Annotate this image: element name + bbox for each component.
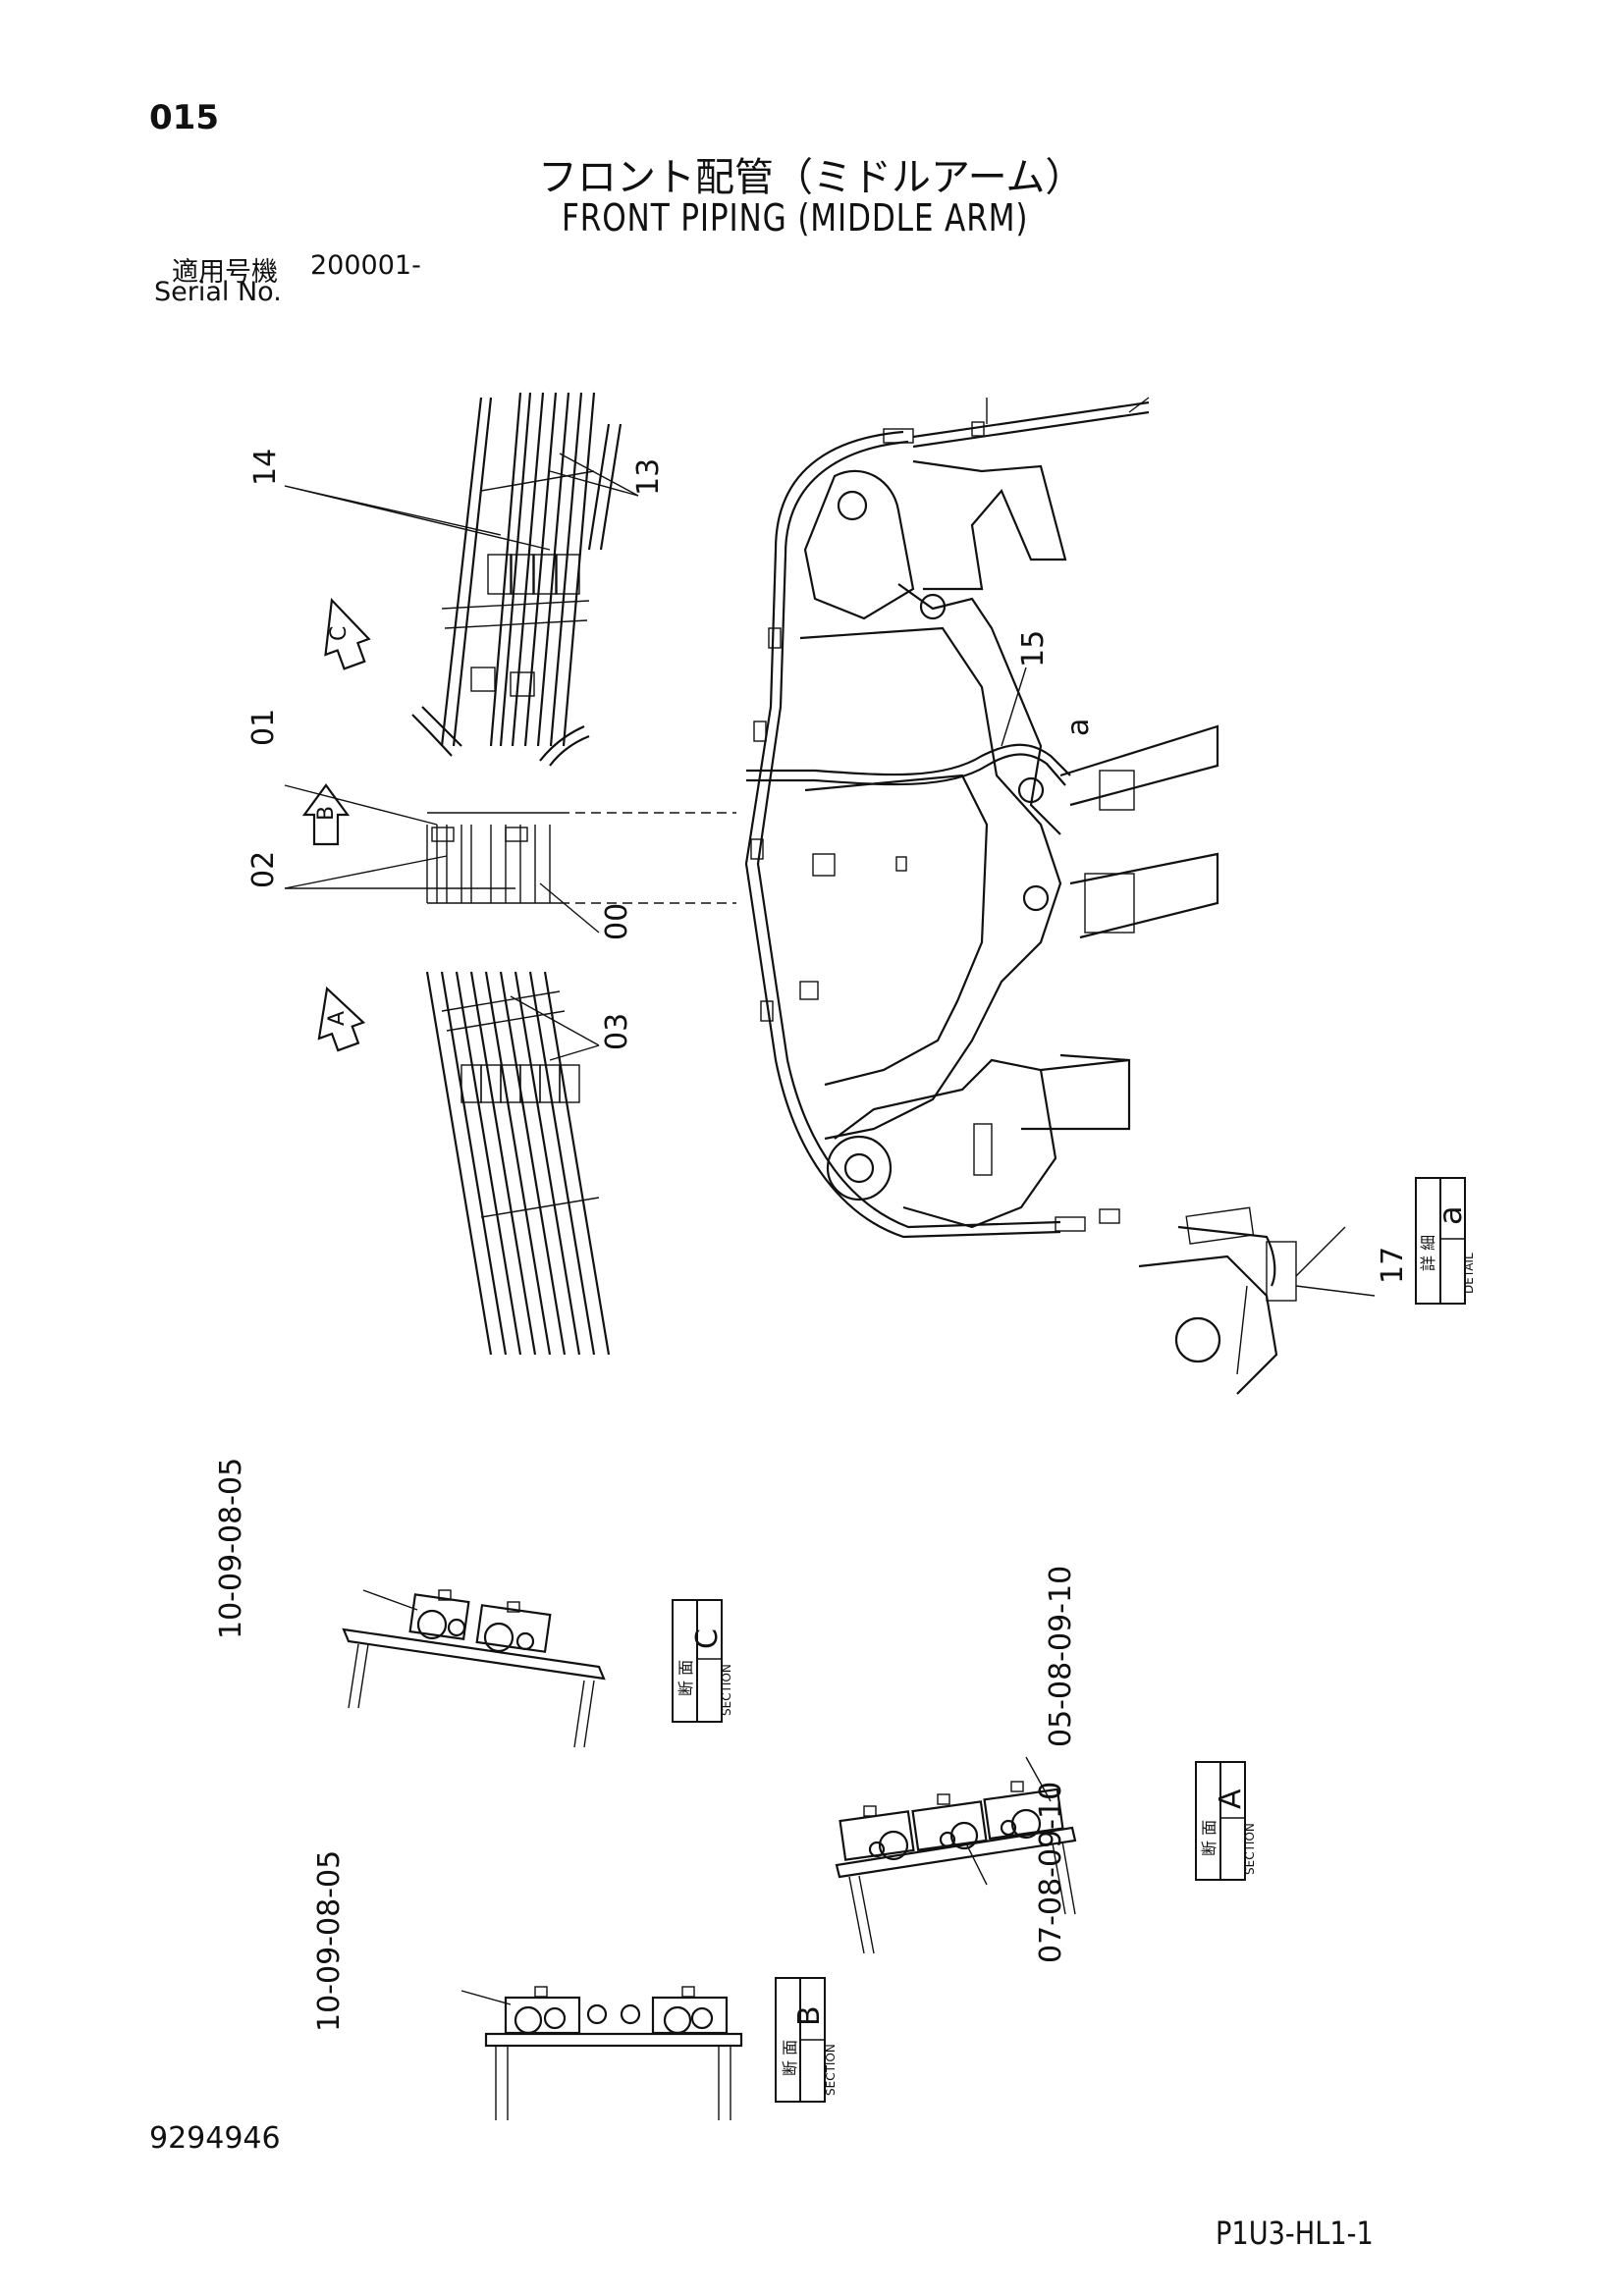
page-number: 015 bbox=[149, 98, 219, 137]
section-a-letter: A bbox=[1214, 1789, 1248, 1809]
section-c-letter: C bbox=[690, 1629, 725, 1649]
callout-17: 17 bbox=[1376, 1247, 1410, 1284]
upper-pipe-bundle bbox=[284, 392, 639, 767]
section-c-callout: 10-09-08-05 bbox=[214, 1458, 248, 1639]
section-b-label-jp: 断 面 bbox=[781, 2040, 799, 2076]
view-b-label: B bbox=[314, 806, 339, 821]
view-arrow-c: C bbox=[324, 597, 371, 670]
section-a-label-jp: 断 面 bbox=[1200, 1820, 1218, 1856]
serial-label-english: Serial No. bbox=[154, 277, 282, 307]
section-c-label-en: SECTION bbox=[720, 1664, 733, 1716]
callout-15: 15 bbox=[1016, 630, 1051, 667]
section-a-label-en: SECTION bbox=[1243, 1823, 1257, 1875]
callout-14: 14 bbox=[248, 449, 283, 486]
callout-13: 13 bbox=[631, 458, 666, 496]
section-b-label-en: SECTION bbox=[824, 2044, 838, 2096]
callout-03: 03 bbox=[600, 1013, 634, 1050]
view-a-label: A bbox=[325, 1011, 350, 1026]
callout-01: 01 bbox=[246, 709, 281, 746]
title-english: FRONT PIPING (MIDDLE ARM) bbox=[562, 196, 1029, 240]
section-c-view: 10-09-08-05 断 面 SECTION C bbox=[214, 1458, 733, 1748]
callout-00: 00 bbox=[600, 903, 634, 940]
section-b-callout: 10-09-08-05 bbox=[312, 1850, 347, 2032]
section-a-callout-top: 05-08-09-10 bbox=[1044, 1566, 1078, 1747]
title-japanese: フロント配管（ミドルアーム） bbox=[538, 155, 1085, 200]
section-a-callout-bottom: 07-08-09-10 bbox=[1034, 1782, 1068, 1963]
section-c-label-jp: 断 面 bbox=[677, 1660, 695, 1696]
view-arrow-a: A bbox=[317, 986, 366, 1052]
document-number: 9294946 bbox=[149, 2121, 281, 2156]
section-a-view: 05-08-09-10 07-08-09-10 断 面 SECTION A bbox=[835, 1566, 1257, 1963]
sheet-code: P1U3-HL1-1 bbox=[1216, 2215, 1374, 2252]
middle-pipe-section bbox=[284, 784, 736, 934]
middle-arm-structure bbox=[744, 397, 1376, 1395]
callout-a: a bbox=[1061, 719, 1096, 736]
section-b-view: 10-09-08-05 断 面 SECTION B bbox=[312, 1850, 838, 2120]
lower-pipe-bundle bbox=[425, 971, 611, 1356]
view-arrow-b: B bbox=[301, 783, 351, 846]
detail-letter: a bbox=[1432, 1205, 1469, 1225]
section-b-letter: B bbox=[792, 2005, 827, 2026]
detail-label-en: DETAIL bbox=[1462, 1253, 1476, 1294]
callout-02: 02 bbox=[246, 851, 281, 888]
serial-label-japanese: 適用号機 bbox=[172, 257, 278, 288]
serial-range: 200001- bbox=[310, 250, 421, 281]
detail-label-jp: 詳 細 bbox=[1419, 1235, 1437, 1271]
detail-box-a: 詳 細 DETAIL a bbox=[1415, 1177, 1476, 1305]
view-c-label: C bbox=[327, 626, 352, 641]
